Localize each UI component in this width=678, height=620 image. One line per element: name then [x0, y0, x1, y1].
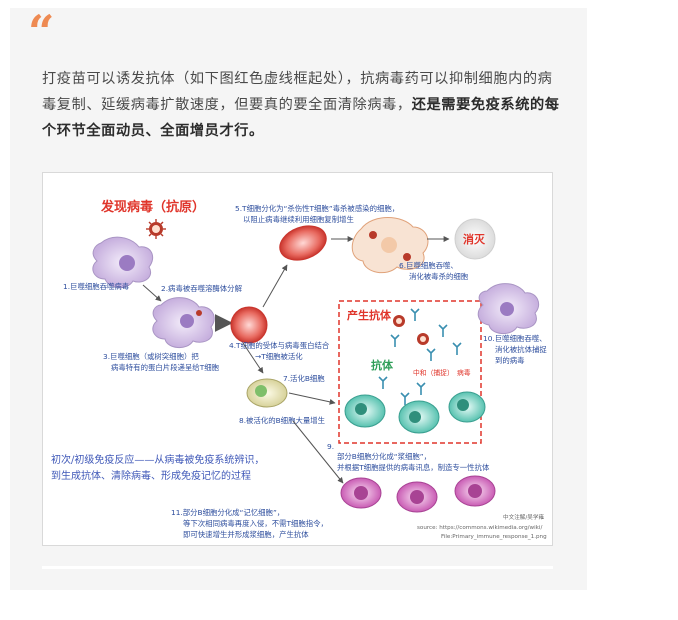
step-11-label-b: 等下次相同病毒再度入侵，不需T细胞指令， [183, 519, 328, 528]
credit-label: 中文注解/吴学雍 [503, 513, 544, 521]
plasma-cell-2 [398, 400, 440, 434]
antibody-dashed-box [338, 300, 482, 444]
step-6-label-a: 6.巨噬细胞吞噬、 [399, 261, 458, 270]
step-1-label: 1.巨噬细胞吞噬病毒 [63, 282, 130, 291]
plasma-cell-3 [448, 391, 486, 423]
killer-t-cell [279, 225, 327, 261]
step-11-label-a: 11.部分B细胞分化成“记忆细胞”， [171, 508, 284, 517]
memory-cell-1 [340, 477, 382, 509]
step-8-label: 8.被活化的B细胞大量增生 [239, 416, 325, 425]
memory-cell-2 [396, 481, 438, 513]
step-5-label-b: 以阻止病毒继续利用细胞复制增生 [243, 215, 354, 224]
t-cell [230, 306, 268, 344]
produce-antibody-label: 产生抗体 [347, 308, 392, 322]
quote-paragraph: 打疫苗可以诱发抗体（如下图红色虚线框起处），抗病毒药可以抑制细胞内的病毒复制、延… [42, 66, 562, 144]
step-4-label-b: →T细胞被活化 [255, 352, 303, 361]
macrophage-cell-2 [152, 297, 215, 348]
source-line-2: File:Primary_immune_response_1.png [441, 534, 547, 540]
step-9-label-a: 9. [327, 442, 334, 451]
quote-mark: “ [28, 5, 55, 59]
plasma-cell-1 [344, 394, 386, 428]
step-4-label-a: 4.T细胞的受体与病毒蛋白结合 [229, 341, 330, 350]
step-3-label-a: 3.巨噬细胞（或树突细胞）把 [103, 352, 199, 361]
step-7-label: 7.活化B细胞 [283, 374, 325, 383]
step-9-label-c: 并根据T细胞提供的病毒讯息，制造专一性抗体 [337, 463, 490, 472]
virus-label: 病毒 [457, 368, 471, 377]
virus-icon [146, 219, 166, 239]
step-10-label-b: 消化被抗体捕捉 [495, 345, 547, 354]
diagram-canvas: 发现病毒（抗原） 1.巨噬细胞吞噬病毒 2.病毒被吞噬溶酶体分解 4.T细胞的受… [51, 199, 547, 540]
neutralize-label: 中和（捕捉） [413, 368, 454, 377]
captured-virus-icons [393, 315, 429, 345]
note-line-2: 到生成抗体、清除病毒、形成免疫记忆的过程 [51, 469, 251, 482]
diagram-title: 发现病毒（抗原） [100, 199, 205, 215]
step-10-label-c: 到的病毒 [495, 356, 525, 365]
step-2-label: 2.病毒被吞噬溶酶体分解 [161, 284, 243, 293]
step-5-label-a: 5.T细胞分化为“杀伤性T细胞”毒杀被感染的细胞， [235, 204, 399, 213]
immune-response-diagram: 发现病毒（抗原） 1.巨噬细胞吞噬病毒 2.病毒被吞噬溶酶体分解 4.T细胞的受… [42, 172, 553, 546]
step-11-label-c: 即可快速增生并形成浆细胞，产生抗体 [183, 530, 309, 539]
step-9-label-b: 部分B细胞分化成“浆细胞”， [337, 452, 431, 461]
b-cell [246, 378, 288, 408]
note-line-1: 初次/初级免疫反应——从病毒被免疫系统辨识， [51, 453, 264, 466]
step-10-label-a: 10.巨噬细胞吞噬、 [483, 334, 547, 343]
macrophage-cell-1 [92, 236, 154, 288]
bottom-divider [42, 566, 553, 569]
antibody-icons [378, 308, 462, 405]
source-line-1: source: https://commons.wikimedia.org/wi… [417, 525, 542, 531]
antibody-label: 抗体 [371, 358, 394, 372]
quote-text-bold: 还是需要免疫系统的每个环节全面动员、全面增员才行。 [42, 97, 560, 139]
eliminated-label: 消灭 [463, 232, 486, 246]
macrophage-cell-3 [477, 283, 540, 334]
step-6-label-b: 消化被毒杀的细胞 [409, 272, 469, 281]
quote-text-normal: 打疫苗可以诱发抗体（如下图红色虚线框起处），抗病毒药可以抑制细胞内的病毒复制、延… [42, 71, 553, 113]
memory-cell-3 [454, 475, 496, 507]
infected-cell [351, 217, 429, 274]
eliminated-cell [454, 218, 496, 260]
step-3-label-b: 病毒特有的蛋白片段递呈给T细胞 [111, 363, 220, 372]
